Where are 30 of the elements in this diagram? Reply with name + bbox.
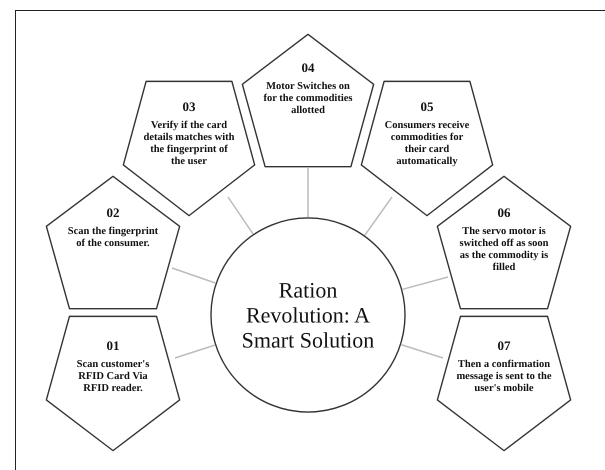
step-description: The servo motor is switched off as soon as the commodity is filled bbox=[458, 226, 550, 274]
step-number: 04 bbox=[301, 60, 314, 75]
step-number: 03 bbox=[182, 99, 196, 114]
connector-line bbox=[227, 196, 254, 234]
step-description: Scan the fingerprint of the consumer. bbox=[66, 226, 160, 250]
step-pentagon bbox=[122, 80, 256, 217]
hub-title: Ration Revolution: A Smart Solution bbox=[240, 278, 376, 352]
step-number: 02 bbox=[106, 204, 120, 220]
connector-line bbox=[307, 168, 309, 217]
step-description: Consumers receive commodities for their card automatically bbox=[384, 120, 470, 168]
connector-line bbox=[402, 276, 448, 290]
step-description: Motor Switches on for the commodities allotted bbox=[262, 81, 354, 117]
step-description: Scan customer's RFID Card Via RFID reader. bbox=[76, 359, 150, 396]
step-description: Then a confirmation message is sent to the user's mobile bbox=[456, 359, 552, 396]
step-pentagon bbox=[241, 33, 375, 168]
step-pentagon bbox=[436, 175, 572, 310]
step-number: 06 bbox=[497, 204, 510, 220]
step-number: 07 bbox=[497, 338, 510, 354]
step-pentagon bbox=[360, 80, 494, 217]
step-description: Verify if the card details matches with the fingerprint of the user bbox=[142, 120, 236, 168]
connector-line bbox=[401, 344, 444, 359]
hub-circle bbox=[210, 217, 406, 413]
step-number: 01 bbox=[106, 338, 120, 354]
connector-line bbox=[174, 344, 215, 359]
connector-line bbox=[364, 196, 393, 236]
connector-line bbox=[172, 267, 216, 284]
step-pentagon bbox=[45, 315, 181, 452]
step-number: 05 bbox=[420, 99, 434, 114]
step-pentagon bbox=[436, 315, 572, 452]
step-pentagon bbox=[45, 175, 181, 310]
